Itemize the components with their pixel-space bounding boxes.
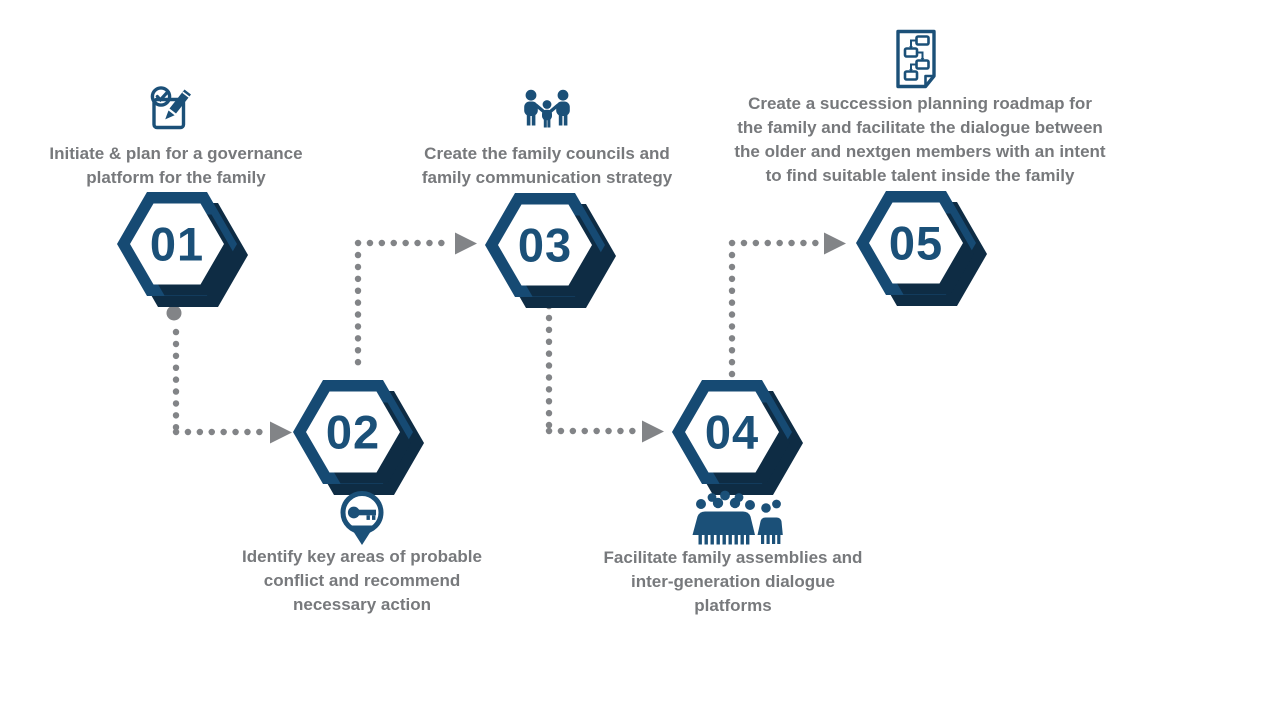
connector-01-02 [166,305,292,444]
arrowhead-icon [642,420,664,443]
step-04-number: 04 [705,406,759,459]
step-03-hexagon: 03 [485,193,616,308]
step-05-number: 05 [889,217,943,270]
step-04-description: Facilitate family assemblies and inter-g… [603,548,863,615]
step-01-description: Initiate & plan for a governance platfor… [49,144,303,187]
connector-04-05 [728,232,846,379]
key-location-pin-icon [340,491,384,545]
step-02-description: Identify key areas of probable conflict … [242,547,482,614]
step-02-number: 02 [326,406,380,459]
step-02-hexagon: 02 [293,380,424,495]
step-03-number: 03 [518,219,572,272]
arrowhead-icon [270,421,292,444]
step-04-hexagon: 04 [672,380,803,495]
step-01-hexagon: 01 [117,192,248,307]
step-05-hexagon: 05 [856,191,987,306]
step-05-description: Create a succession planning roadmap for… [734,94,1106,185]
step-03-description: Create the family councils and family co… [421,144,673,187]
clipboard-pencil-check-icon [150,86,191,130]
arrowhead-icon [455,232,477,255]
arrowhead-icon [824,232,846,255]
step-01-number: 01 [150,218,204,271]
family-parents-child-icon [524,89,570,128]
connector-03-04 [545,302,664,443]
family-assembly-crowd-icon [692,490,783,545]
flow-start-dot [166,305,182,321]
succession-flowchart-document-icon [896,29,936,89]
connector-02-03 [354,232,477,378]
